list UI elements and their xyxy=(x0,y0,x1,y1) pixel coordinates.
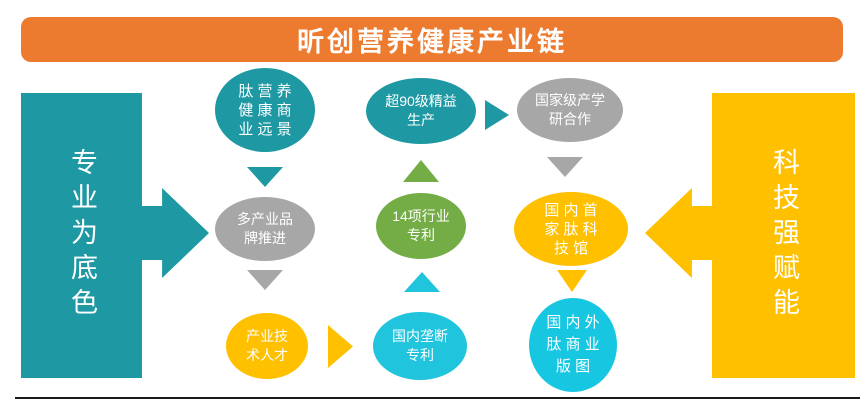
node-line: 国 内 首 xyxy=(544,201,598,219)
node-industry-patents-14: 14项行业 专利 xyxy=(376,193,466,259)
page-title: 昕创营养健康产业链 xyxy=(297,27,567,57)
arrow-right-icon xyxy=(142,188,209,278)
node-line: 技 馆 xyxy=(553,239,589,257)
title-banner: 昕创营养健康产业链 xyxy=(21,17,843,62)
node-line: 术人才 xyxy=(246,347,288,363)
node-line: 生产 xyxy=(407,112,435,128)
arrow-left-icon xyxy=(645,188,712,278)
arrow-right-icon xyxy=(328,325,353,368)
node-multi-industry-brand-promotion: 多产业品 牌推进 xyxy=(215,197,315,261)
left-theme-block: 专业为底色 xyxy=(21,93,142,378)
arrow-right-icon xyxy=(485,100,509,130)
node-line: 版 图 xyxy=(555,358,591,375)
arrow-down-icon xyxy=(547,157,583,177)
node-line: 肽 商 业 xyxy=(546,336,600,353)
node-line: 国 内 外 xyxy=(546,314,600,331)
node-line: 国内垄断 xyxy=(392,328,448,344)
node-line: 产业技 xyxy=(246,328,288,344)
arrow-down-icon xyxy=(247,270,283,290)
right-theme-label: 科技强赋能 xyxy=(769,148,799,323)
node-line: 14项行业 xyxy=(392,208,450,224)
node-line: 业 远 景 xyxy=(238,120,292,138)
node-line: 健 康 商 xyxy=(238,101,292,119)
arrow-down-icon xyxy=(247,167,283,187)
node-line: 专利 xyxy=(407,227,435,243)
node-domestic-monopoly-patents: 国内垄断 专利 xyxy=(373,312,467,380)
node-lean-production: 超90级精益 生产 xyxy=(366,78,476,144)
node-line: 研合作 xyxy=(549,111,591,127)
left-theme-label: 专业为底色 xyxy=(67,148,97,323)
right-theme-block: 科技强赋能 xyxy=(712,93,855,378)
node-line: 多产业品 xyxy=(237,211,293,227)
node-industry-technical-talent: 产业技 术人才 xyxy=(226,313,308,379)
node-line: 肽 营 养 xyxy=(238,82,292,100)
node-line: 家 肽 科 xyxy=(544,220,598,238)
node-domestic-overseas-peptide-map: 国 内 外 肽 商 业 版 图 xyxy=(529,298,617,392)
node-line: 国家级产学 xyxy=(535,92,605,108)
node-first-domestic-peptide-museum: 国 内 首 家 肽 科 技 馆 xyxy=(514,192,628,266)
arrow-up-icon xyxy=(404,272,440,292)
node-line: 牌推进 xyxy=(244,230,286,246)
node-line: 专利 xyxy=(406,347,434,363)
node-peptide-nutrition-vision: 肽 营 养 健 康 商 业 远 景 xyxy=(215,68,315,152)
node-national-research-cooperation: 国家级产学 研合作 xyxy=(517,78,623,142)
bottom-border-line xyxy=(15,397,860,399)
node-line: 超90级精益 xyxy=(385,93,457,109)
arrow-down-icon xyxy=(557,270,587,292)
arrow-up-icon xyxy=(403,160,439,182)
